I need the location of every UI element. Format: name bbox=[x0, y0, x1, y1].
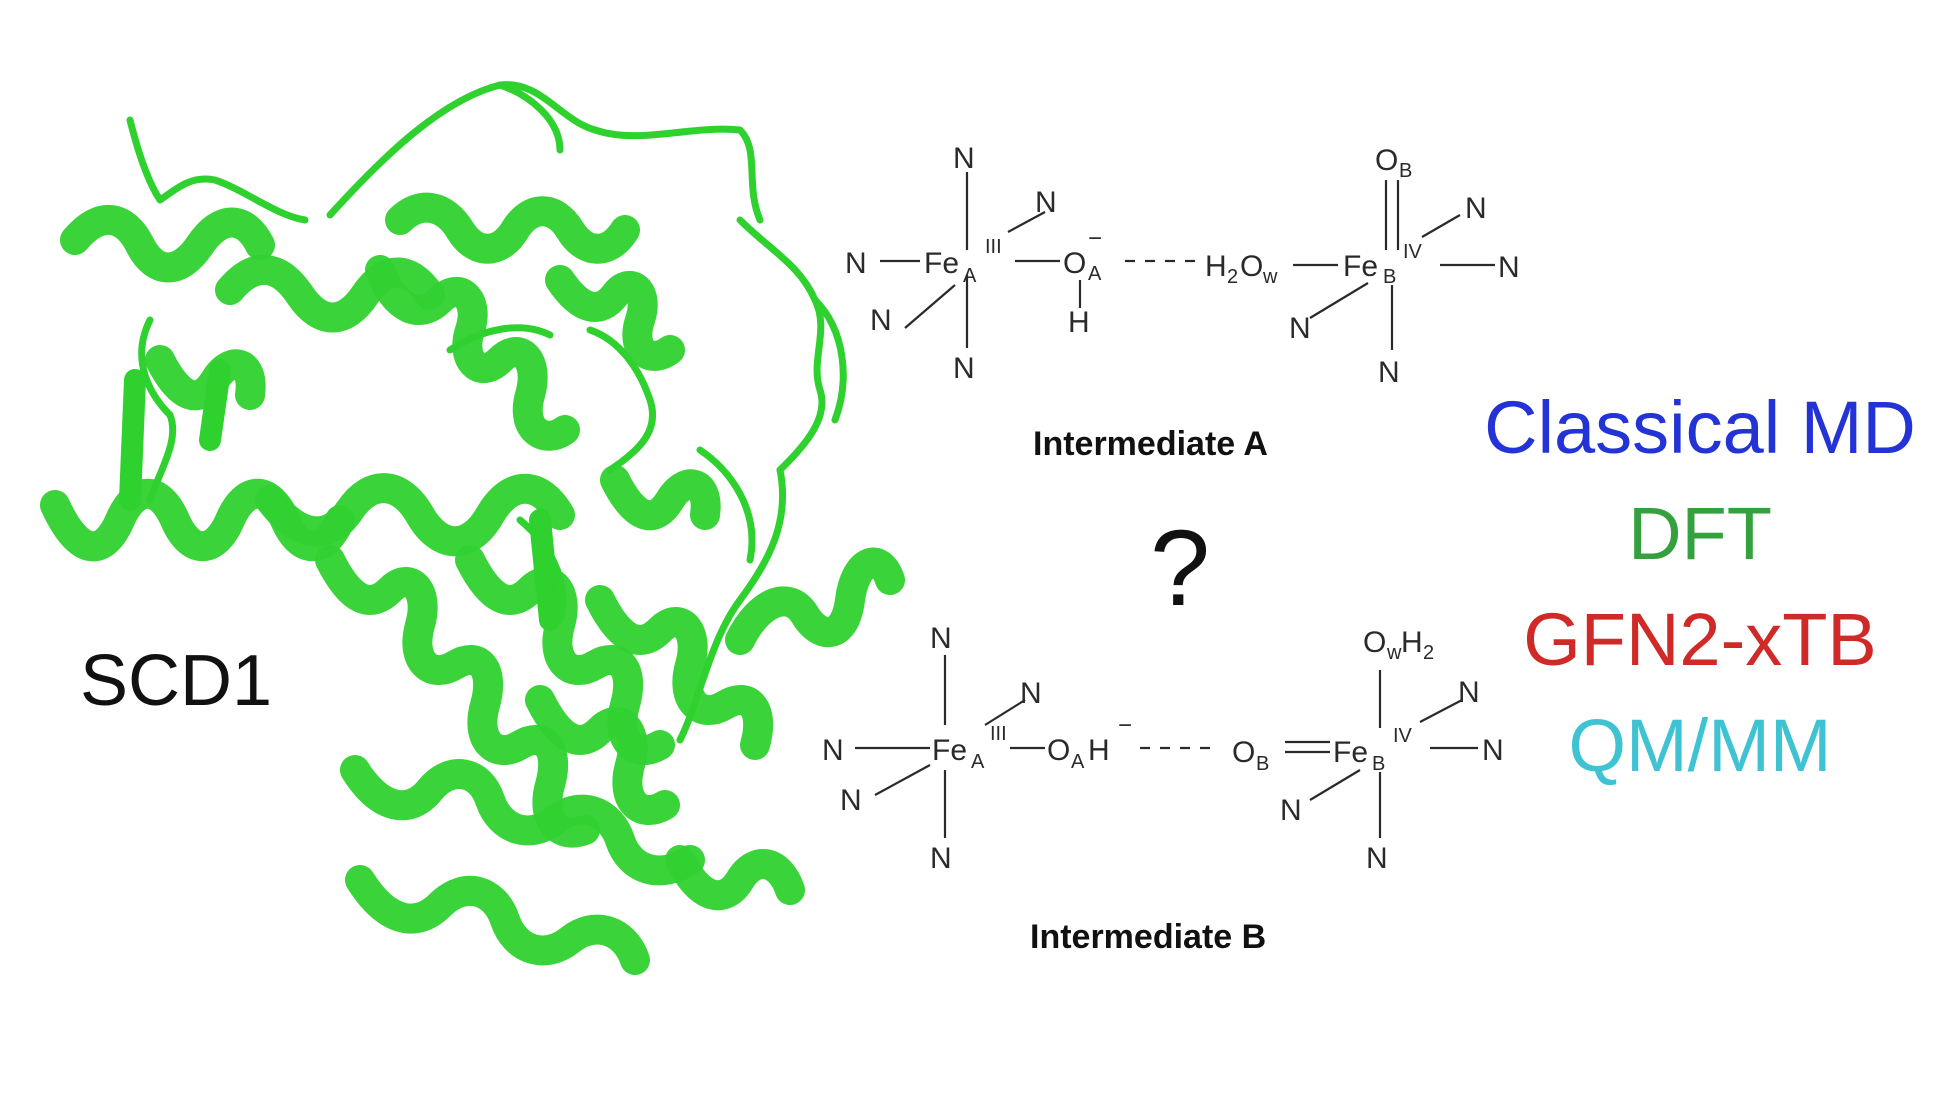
fe-a-subscript: A bbox=[971, 751, 985, 773]
atom-n: N bbox=[840, 784, 862, 817]
atom-n: N bbox=[870, 304, 892, 337]
atom-fe-a: Fe bbox=[932, 734, 967, 767]
atom-n: N bbox=[1366, 842, 1388, 875]
o-a-charge: − bbox=[1088, 225, 1102, 252]
atom-n: N bbox=[1020, 677, 1042, 710]
atom-fe-a: Fe bbox=[924, 247, 959, 280]
fe-a-oxidation: III bbox=[990, 723, 1007, 745]
intermediate-a-structure: N N N N N Fe A III O A − H H 2 O w Fe B … bbox=[845, 142, 1520, 389]
atom-n: N bbox=[822, 734, 844, 767]
water-subscript-w: w bbox=[1262, 266, 1278, 288]
atom-n: N bbox=[953, 142, 975, 175]
o-a-hydrogen: H bbox=[1088, 734, 1110, 767]
atom-n: N bbox=[930, 842, 952, 875]
atom-n: N bbox=[1482, 734, 1504, 767]
intermediate-a-caption: Intermediate A bbox=[1033, 425, 1268, 463]
water-subscript-2: 2 bbox=[1227, 266, 1238, 288]
water-o: O bbox=[1363, 626, 1386, 659]
methods-list: Classical MD DFT GFN2-xTB QM/MM bbox=[1455, 375, 1945, 799]
atom-n: N bbox=[1498, 251, 1520, 284]
atom-n: N bbox=[845, 247, 867, 280]
water-o: O bbox=[1240, 250, 1263, 283]
method-qm-mm: QM/MM bbox=[1568, 704, 1832, 787]
atom-o-b: O bbox=[1375, 144, 1398, 177]
intermediate-b-caption: Intermediate B bbox=[1030, 918, 1267, 956]
atom-n: N bbox=[1289, 312, 1311, 345]
o-a-subscript: A bbox=[1071, 751, 1085, 773]
fe-a-subscript: A bbox=[963, 265, 977, 287]
fe-b-oxidation: IV bbox=[1393, 725, 1413, 747]
protein-label: SCD1 bbox=[80, 641, 273, 721]
o-a-subscript: A bbox=[1088, 263, 1102, 285]
o-b-subscript: B bbox=[1399, 160, 1412, 182]
water-h: H bbox=[1205, 250, 1227, 283]
atom-n: N bbox=[1465, 192, 1487, 225]
atom-fe-b: Fe bbox=[1343, 250, 1378, 283]
method-dft: DFT bbox=[1628, 492, 1772, 575]
o-a-charge: − bbox=[1118, 712, 1132, 739]
atom-n: N bbox=[1280, 794, 1302, 827]
atom-n: N bbox=[953, 352, 975, 385]
o-b-subscript: B bbox=[1256, 753, 1269, 775]
method-classical-md: Classical MD bbox=[1484, 386, 1916, 469]
atom-fe-b: Fe bbox=[1333, 736, 1368, 769]
scd1-protein-ribbon bbox=[40, 81, 905, 975]
atom-n: N bbox=[1378, 356, 1400, 389]
atom-n: N bbox=[1035, 186, 1057, 219]
atom-n: N bbox=[1458, 676, 1480, 709]
atom-n: N bbox=[930, 622, 952, 655]
atom-o-a: O bbox=[1047, 734, 1070, 767]
fe-b-oxidation: IV bbox=[1403, 241, 1423, 263]
atom-h: H bbox=[1068, 306, 1090, 339]
water-h: H bbox=[1401, 626, 1423, 659]
water-subscript-w: w bbox=[1386, 642, 1402, 664]
fe-b-subscript: B bbox=[1383, 266, 1396, 288]
question-mark: ? bbox=[1150, 507, 1211, 628]
intermediate-b-structure: N N N N N Fe A III O A H − O B Fe B IV O… bbox=[822, 622, 1504, 875]
atom-o-b: O bbox=[1232, 736, 1255, 769]
water-subscript-2: 2 bbox=[1423, 642, 1434, 664]
fe-b-subscript: B bbox=[1372, 753, 1385, 775]
atom-o-a: O bbox=[1063, 247, 1086, 280]
method-gfn2-xtb: GFN2-xTB bbox=[1523, 598, 1877, 681]
fe-a-oxidation: III bbox=[985, 236, 1002, 258]
